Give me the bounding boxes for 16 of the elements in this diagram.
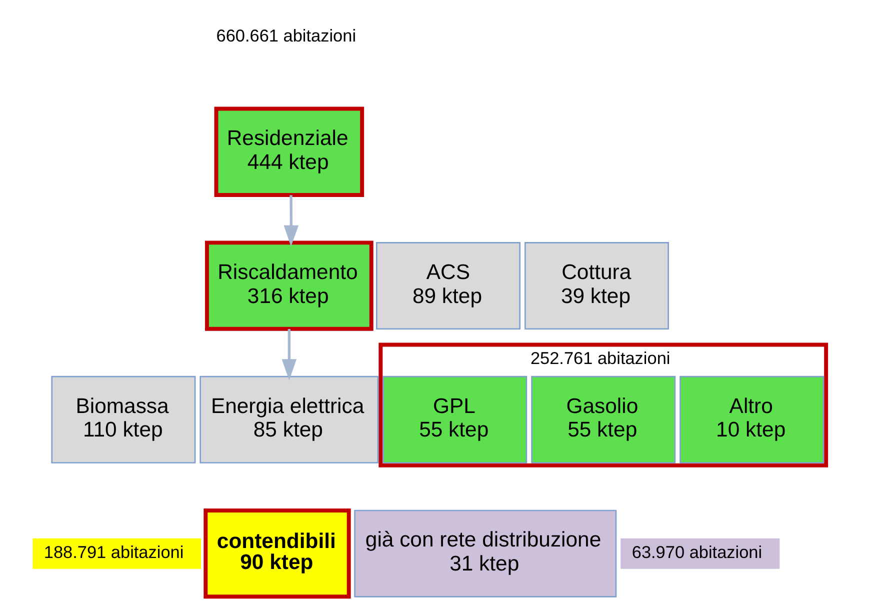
node-box: Cottura 39 ktep (524, 242, 668, 330)
node-box: ACS 89 ktep (376, 242, 520, 330)
node-label: 660.661 abitazioni (216, 26, 356, 46)
node-box: contendibili 90 ktep (203, 508, 350, 599)
node-box: 63.970 abitazioni (620, 538, 780, 569)
node-box: già con rete distribuzione 31 ktep (354, 510, 616, 598)
node-box: Biomassa 110 ktep (50, 376, 196, 464)
arrow (283, 195, 298, 247)
node-box: GPL 55 ktep (382, 376, 527, 464)
node-box: Energia elettrica 85 ktep (199, 376, 378, 464)
arrow (281, 329, 296, 380)
node-box: 188.791 abitazioni (32, 538, 200, 569)
node-box: Residenziale 444 ktep (214, 106, 364, 197)
node-box: Riscaldamento 316 ktep (204, 240, 373, 331)
node-box: Altro 10 ktep (679, 376, 824, 464)
node-box: Gasolio 55 ktep (530, 376, 676, 464)
